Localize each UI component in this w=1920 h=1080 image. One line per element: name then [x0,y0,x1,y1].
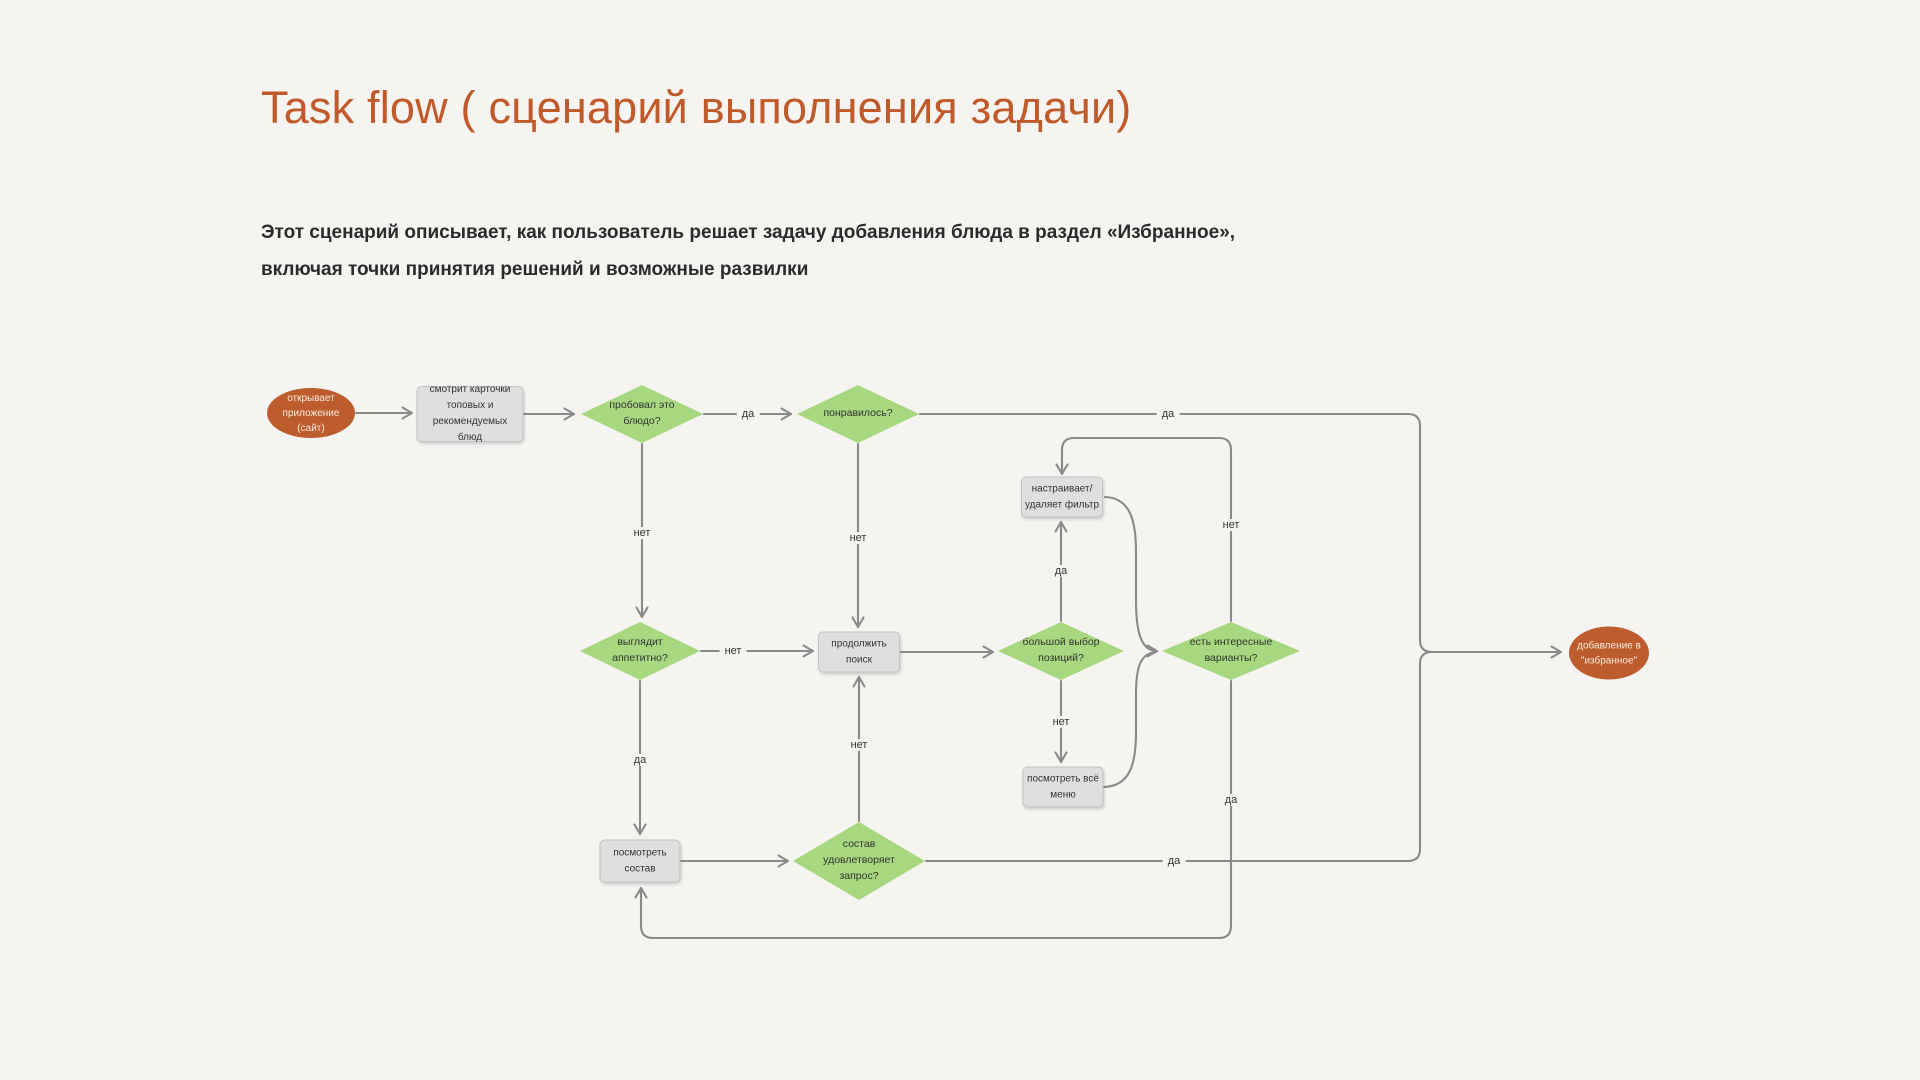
edge-3 [918,412,1563,659]
node-text: есть интересные варианты? [1189,636,1273,664]
node-adjust-filter: настраивает/ удаляет фильтр [1021,476,1103,518]
node-continue-search: продолжить поиск [818,631,900,673]
node-end-add-to-favorites: добавление в "избранное" [1569,626,1649,680]
edge-label: нет [845,739,873,751]
edge-label: нет [844,532,872,544]
node-text: состав удовлетворяет запрос? [823,838,895,882]
page-subtitle-line-1: Этот сценарий описывает, как пользовател… [261,222,1236,243]
node-text: выглядит аппетитно? [612,636,668,664]
node-text: посмотреть всё меню [1027,773,1099,800]
edge-label: нет [1217,519,1245,531]
edge-label: нет [628,527,656,539]
node-text: пробовал это блюдо? [609,399,675,427]
edge-label: нет [719,645,747,657]
node-text: смотрит карточки топовых и рекомендуемых… [429,384,511,443]
node-text: посмотреть состав [613,847,667,874]
node-view-full-menu: посмотреть всё меню [1022,766,1104,808]
page-subtitle-line-2: включая точки принятия решений и возможн… [261,259,809,280]
page-subtitle: Этот сценарий описывает, как пользовател… [261,214,1235,288]
edge-label: да [1162,855,1186,867]
node-view-top-cards: смотрит карточки топовых и рекомендуемых… [416,384,524,443]
node-text: настраивает/ удаляет фильтр [1024,483,1100,510]
edge-label: да [1156,408,1180,420]
node-text: добавление в "избранное" [1577,640,1641,666]
edge-16 [1103,495,1159,658]
node-text: большой выбор позиций? [1022,636,1100,664]
page-title: Task flow ( сценарий выполнения задачи) [261,82,1132,133]
edge-14 [1055,436,1233,623]
node-start-open-app: открывает приложение (сайт) [267,388,355,438]
node-text: открывает приложение (сайт) [282,392,340,434]
node-text: продолжить поиск [831,638,887,665]
node-text: понравилось? [823,407,893,420]
edge-label: нет [1047,716,1075,728]
edge-label: да [736,408,760,420]
edge-15 [634,679,1233,940]
edge-label: да [1049,565,1073,577]
node-view-composition: посмотреть состав [599,839,681,883]
edge-11 [924,650,1452,863]
edge-label: да [628,754,652,766]
edge-17 [1102,650,1158,789]
edge-label: да [1219,794,1243,806]
